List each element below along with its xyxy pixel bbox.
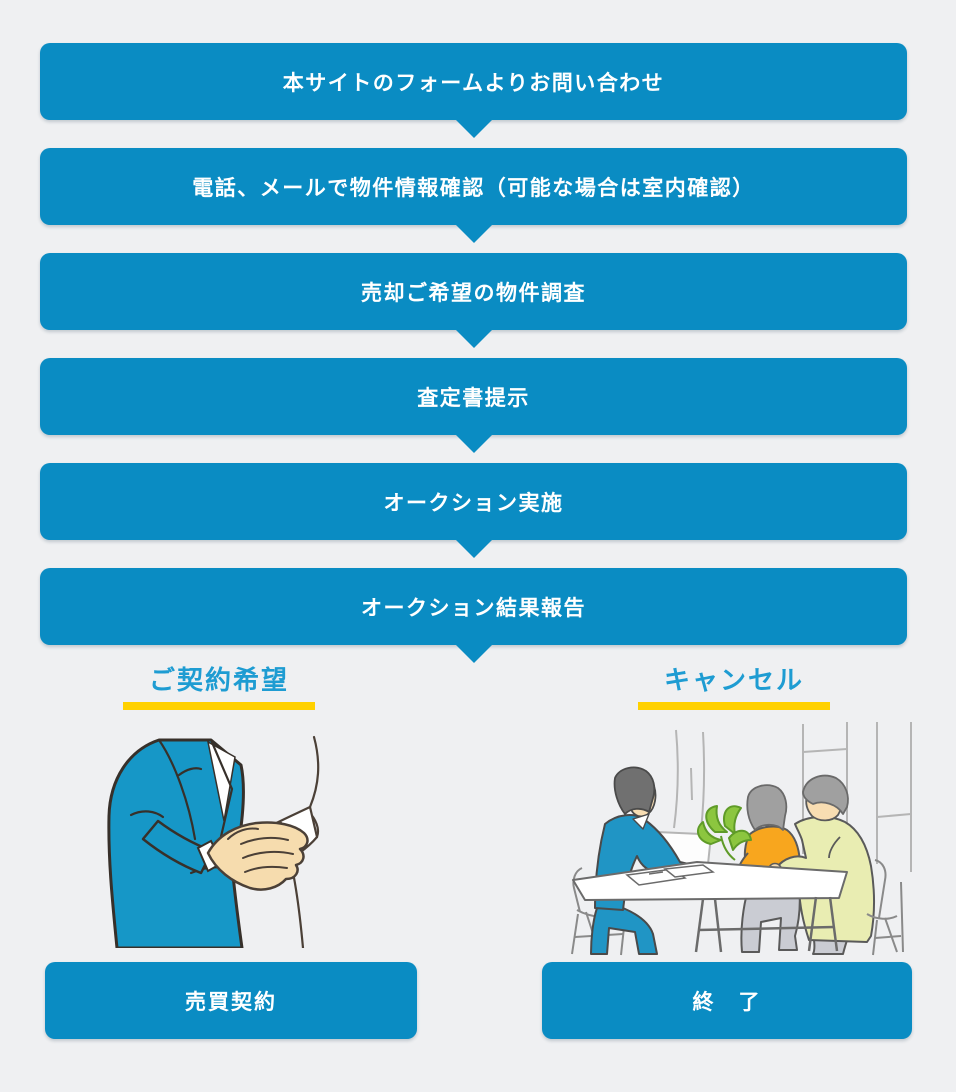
shirt-collar — [206, 740, 236, 822]
arrow-down-icon — [454, 329, 493, 348]
branch-heading-cancel: キャンセル — [638, 666, 830, 710]
flow-step-box: 本サイトのフォームよりお問い合わせ — [40, 43, 907, 120]
result-box-contract: 売買契約 — [45, 962, 417, 1039]
finger-lines — [227, 827, 294, 873]
yellow-underline — [123, 701, 315, 710]
arrow-down-icon — [454, 434, 493, 453]
flow-step-label: 売却ご希望の物件調査 — [361, 281, 586, 305]
flow-step-2: 電話、メールで物件情報確認（可能な場合は室内確認） — [40, 148, 907, 243]
flow-step-box: 売却ご希望の物件調査 — [40, 253, 907, 330]
handshake-illustration — [107, 735, 320, 948]
flow-step-4: 査定書提示 — [40, 358, 907, 453]
flow-step-label: 本サイトのフォームよりお問い合わせ — [282, 71, 665, 95]
branch-heading-label: キャンセル — [663, 665, 804, 695]
flow-step-5: オークション実施 — [40, 463, 907, 558]
paper-sheet — [663, 864, 716, 878]
branch-heading-label: ご契約希望 — [148, 665, 289, 695]
result-label: 売買契約 — [185, 990, 277, 1014]
flow-step-box: オークション実施 — [40, 463, 907, 540]
meeting-table — [572, 861, 848, 953]
flow-steps: 本サイトのフォームよりお問い合わせ 電話、メールで物件情報確認（可能な場合は室内… — [40, 43, 907, 673]
flow-step-box: オークション結果報告 — [40, 568, 907, 645]
man-chair — [866, 859, 904, 956]
flow-step-label: 査定書提示 — [417, 386, 530, 410]
result-label: 終 了 — [692, 990, 762, 1014]
flow-step-box: 電話、メールで物件情報確認（可能な場合は室内確認） — [40, 148, 907, 225]
result-box-end: 終 了 — [542, 962, 912, 1039]
yellow-underline — [638, 701, 830, 710]
arrow-down-icon — [454, 119, 493, 138]
flow-step-6: オークション結果報告 — [40, 568, 907, 663]
plant-leaves — [696, 805, 752, 861]
flow-step-1: 本サイトのフォームよりお問い合わせ — [40, 43, 907, 138]
flow-step-3: 売却ご希望の物件調査 — [40, 253, 907, 348]
branch-heading-contract: ご契約希望 — [123, 666, 315, 710]
flow-step-label: オークション結果報告 — [361, 596, 586, 620]
meeting-illustration — [571, 722, 912, 956]
arrow-down-icon — [454, 539, 493, 558]
arrow-down-icon — [454, 644, 493, 663]
arrow-down-icon — [454, 224, 493, 243]
flow-step-label: オークション実施 — [383, 491, 564, 515]
flow-step-box: 査定書提示 — [40, 358, 907, 435]
flow-step-label: 電話、メールで物件情報確認（可能な場合は室内確認） — [192, 176, 755, 200]
